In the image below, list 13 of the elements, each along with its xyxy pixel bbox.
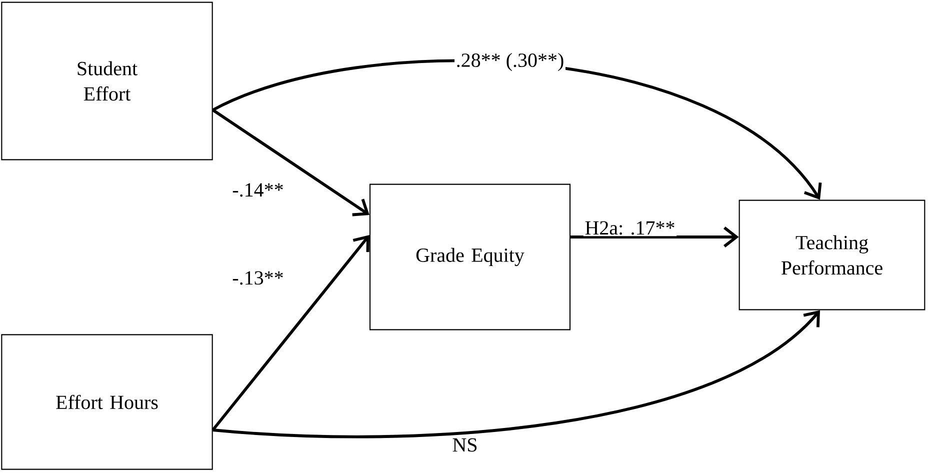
variable-box: Teaching Performance (738, 200, 926, 310)
edge-label: -.13** (230, 270, 286, 286)
edge-label: -.14** (230, 182, 286, 198)
arrow (212, 235, 370, 431)
edge-label: H2a: .17** (583, 220, 677, 236)
arrow (212, 310, 820, 438)
arrow (570, 226, 739, 248)
edge-label: .28** (.30**) (454, 52, 566, 72)
variable-box: Grade Equity (369, 184, 571, 330)
variable-box: Student Effort (1, 2, 213, 160)
edge-label: NS (450, 436, 480, 454)
variable-box: Effort Hours (1, 334, 213, 470)
arrow (212, 108, 370, 216)
